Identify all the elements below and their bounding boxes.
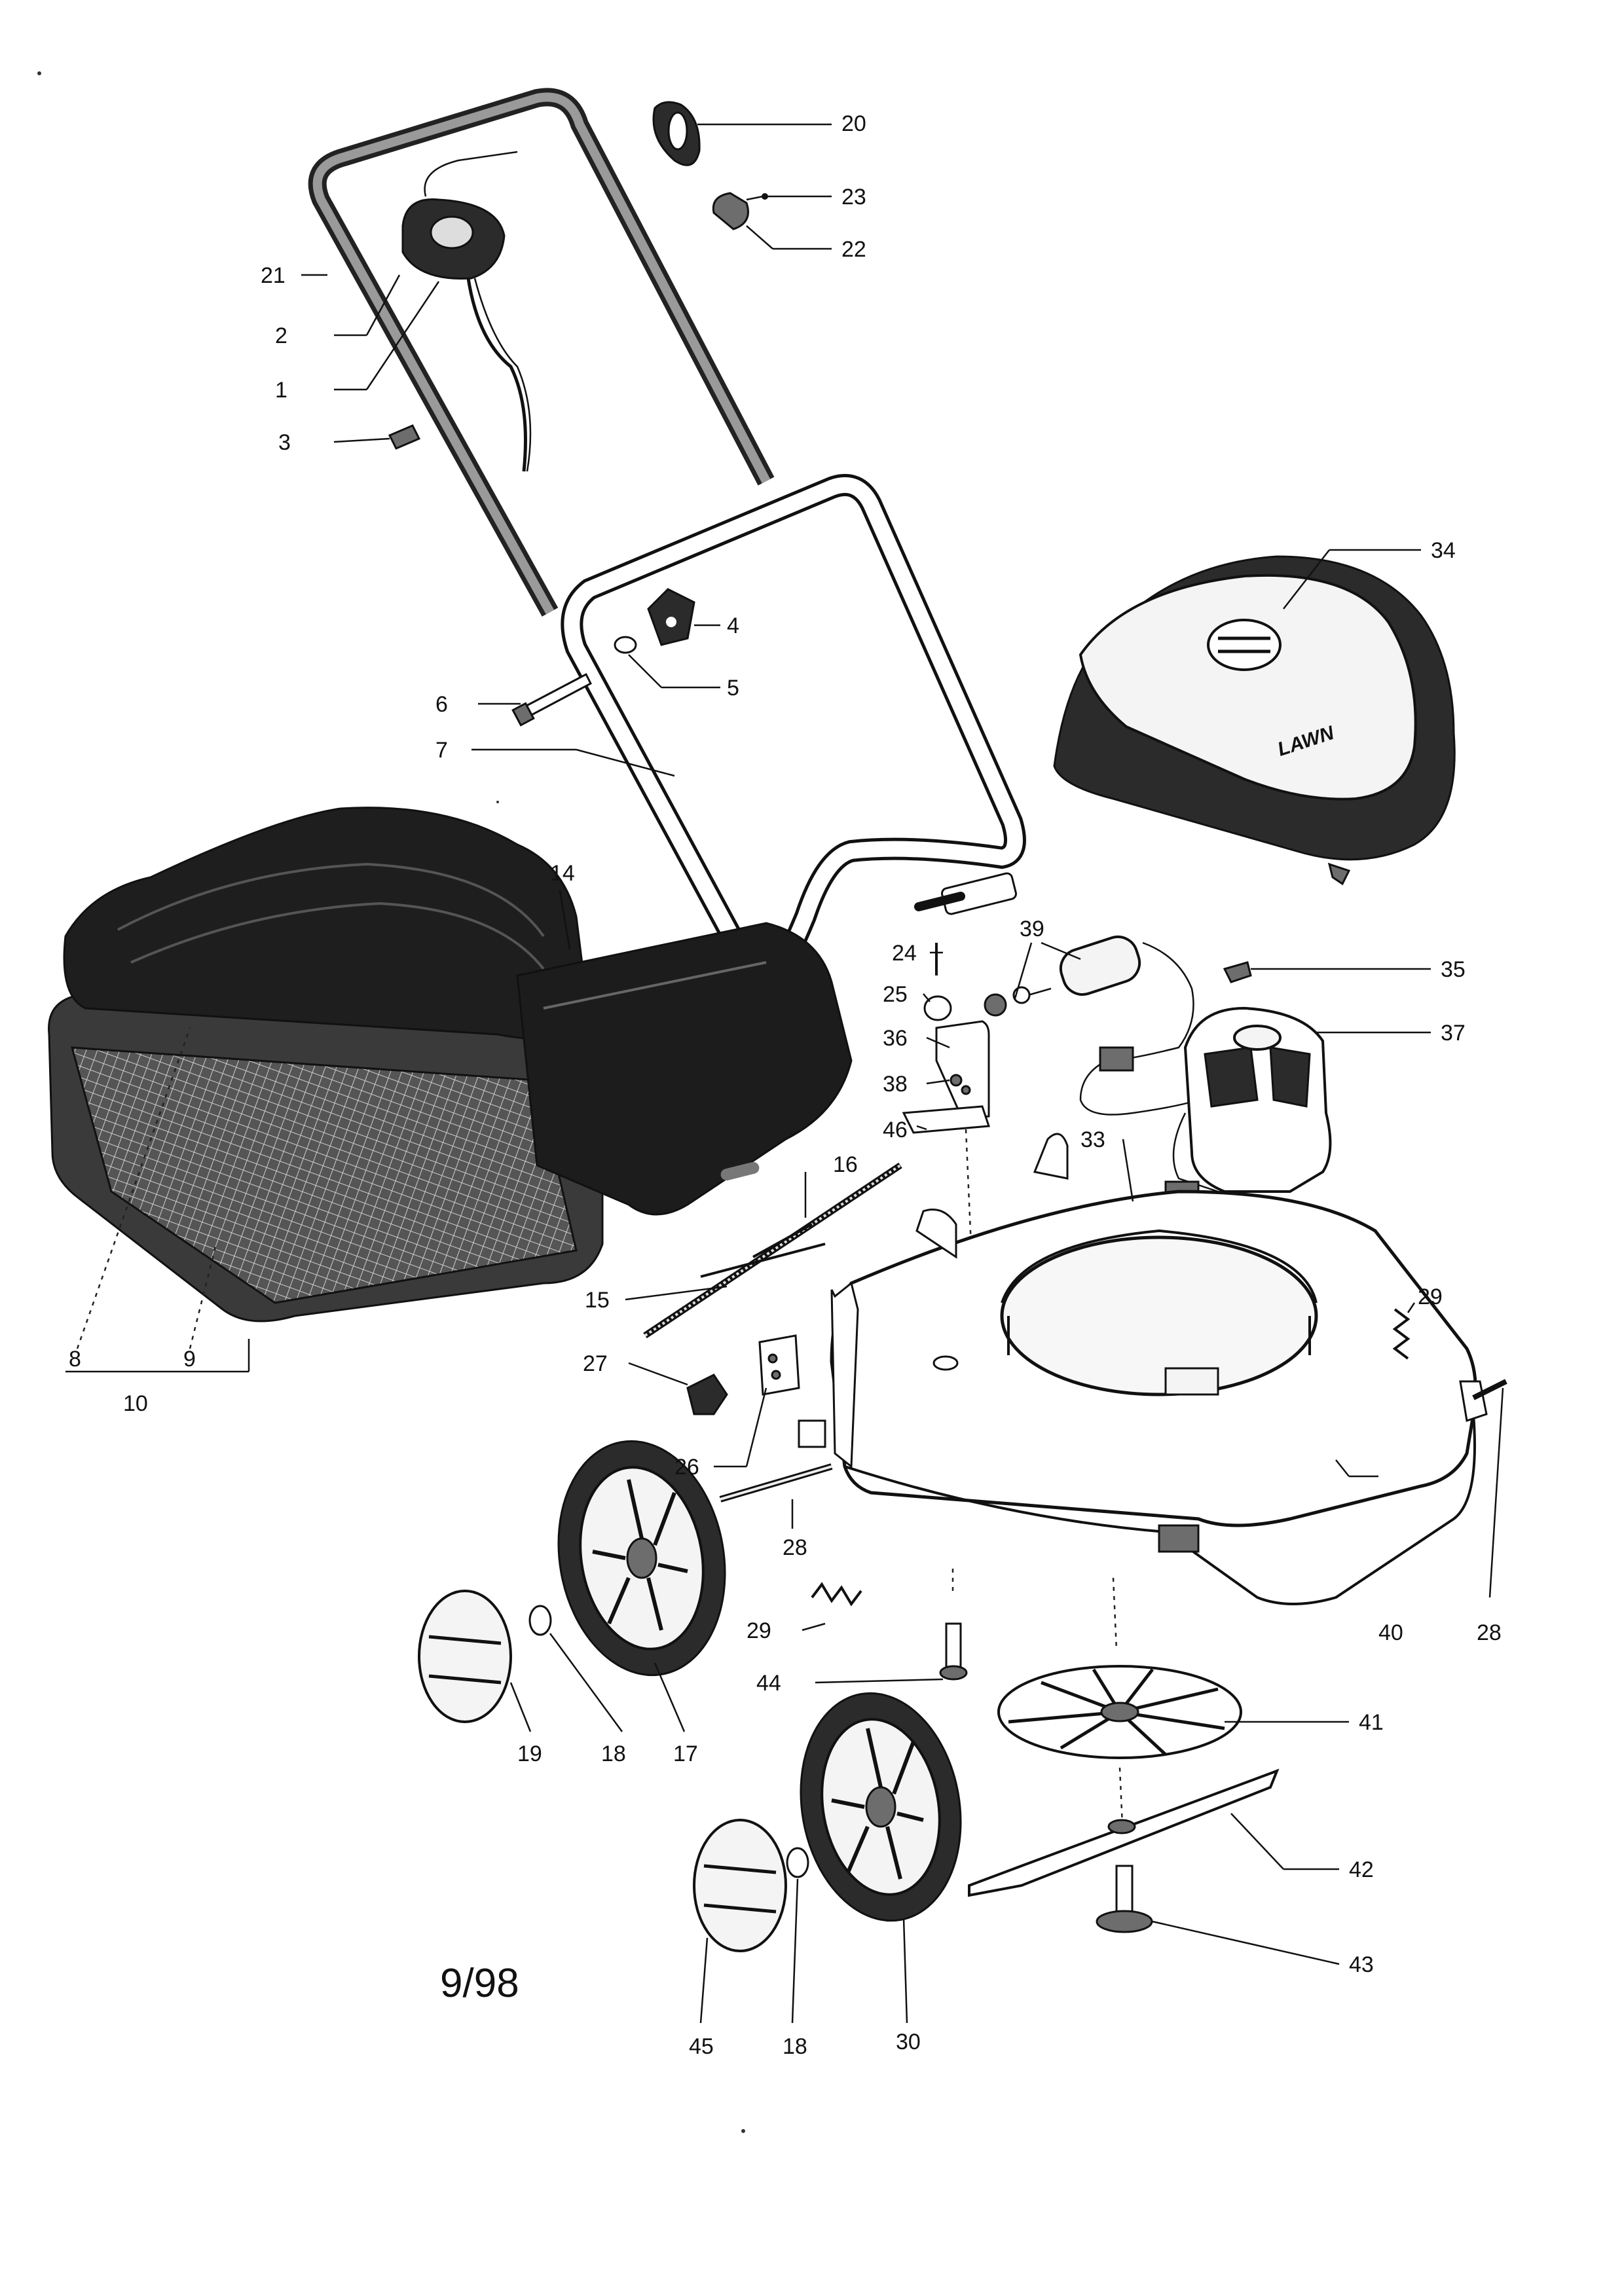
hubcap-45 [693, 1819, 787, 1952]
label-46: 46 [883, 1118, 908, 1142]
label-36: 36 [883, 1026, 908, 1051]
height-bracket [902, 943, 991, 1134]
label-22: 22 [841, 237, 866, 262]
leader-lines [65, 123, 1504, 2024]
label-29-right: 29 [1418, 1285, 1443, 1309]
capacitor [984, 935, 1199, 1116]
label-33: 33 [1080, 1127, 1105, 1152]
fan-41 [997, 1665, 1242, 1759]
lower-handle [561, 474, 1026, 1066]
label-14: 14 [550, 861, 575, 886]
label-44: 44 [756, 1671, 781, 1696]
label-19: 19 [517, 1741, 542, 1766]
label-30: 30 [896, 2030, 921, 2054]
label-18-front: 18 [783, 2034, 807, 2059]
label-39: 39 [1020, 917, 1044, 941]
label-20: 20 [841, 111, 866, 136]
cable-clip-3 [388, 424, 421, 450]
switch-box [401, 151, 532, 472]
label-3: 3 [278, 430, 291, 455]
label-9: 9 [183, 1347, 196, 1372]
label-27: 27 [583, 1351, 608, 1376]
spring-29b [811, 1582, 862, 1607]
label-6: 6 [435, 692, 448, 717]
label-37: 37 [1441, 1021, 1466, 1046]
washer-18a [528, 1605, 552, 1636]
label-41: 41 [1359, 1710, 1384, 1735]
label-38: 38 [883, 1072, 908, 1097]
knob-27 [686, 1374, 728, 1415]
bolt-43 [1096, 1865, 1153, 1933]
label-45: 45 [689, 2034, 714, 2059]
label-29-left: 29 [747, 1618, 771, 1643]
washer-18b [786, 1847, 809, 1878]
label-7: 7 [435, 738, 448, 763]
catcher-rods [643, 1162, 902, 1339]
bracket-26 [758, 1334, 800, 1396]
date-code: 9/98 [440, 1961, 519, 2006]
spring-29a [1392, 1308, 1411, 1360]
motor [1164, 1006, 1332, 1203]
knob-22 [712, 192, 768, 230]
screw-35 [1223, 961, 1252, 983]
label-34: 34 [1431, 538, 1456, 563]
washer-5 [614, 636, 637, 654]
label-4: 4 [727, 613, 739, 638]
hubcap-19 [418, 1590, 512, 1723]
scan-specks [37, 71, 745, 2133]
label-35: 35 [1441, 957, 1466, 982]
label-2: 2 [275, 323, 287, 348]
rear-wheel-17 [557, 1440, 726, 1677]
mower-deck [719, 1133, 1507, 1605]
knob-4 [647, 588, 695, 646]
label-28-left: 28 [783, 1535, 807, 1560]
label-42: 42 [1349, 1857, 1374, 1882]
label-15: 15 [585, 1288, 610, 1313]
front-wheel-30 [800, 1692, 962, 1922]
label-25: 25 [883, 982, 908, 1007]
label-5: 5 [727, 676, 739, 701]
label-8: 8 [69, 1347, 81, 1372]
label-21: 21 [261, 263, 286, 288]
label-40: 40 [1378, 1620, 1403, 1645]
grass-catcher [48, 807, 853, 1322]
label-17: 17 [673, 1741, 698, 1766]
label-24: 24 [892, 941, 917, 966]
blade-42 [968, 1768, 1280, 1897]
label-1: 1 [275, 378, 287, 403]
cable-clip-20 [652, 101, 701, 166]
bolt-6 [511, 672, 592, 727]
motor-cover: LAWN [1053, 555, 1456, 886]
label-18-rear: 18 [601, 1741, 626, 1766]
part-labels: 20 23 22 21 2 1 3 4 5 6 7 14 8 9 10 16 1… [69, 111, 1502, 2059]
label-26: 26 [674, 1455, 699, 1480]
label-28-right: 28 [1477, 1620, 1502, 1645]
label-16: 16 [833, 1152, 858, 1177]
upper-handle [308, 88, 775, 617]
label-43: 43 [1349, 1952, 1374, 1977]
label-23: 23 [841, 185, 866, 210]
bolt-44 [939, 1622, 968, 1681]
label-10: 10 [123, 1391, 148, 1416]
